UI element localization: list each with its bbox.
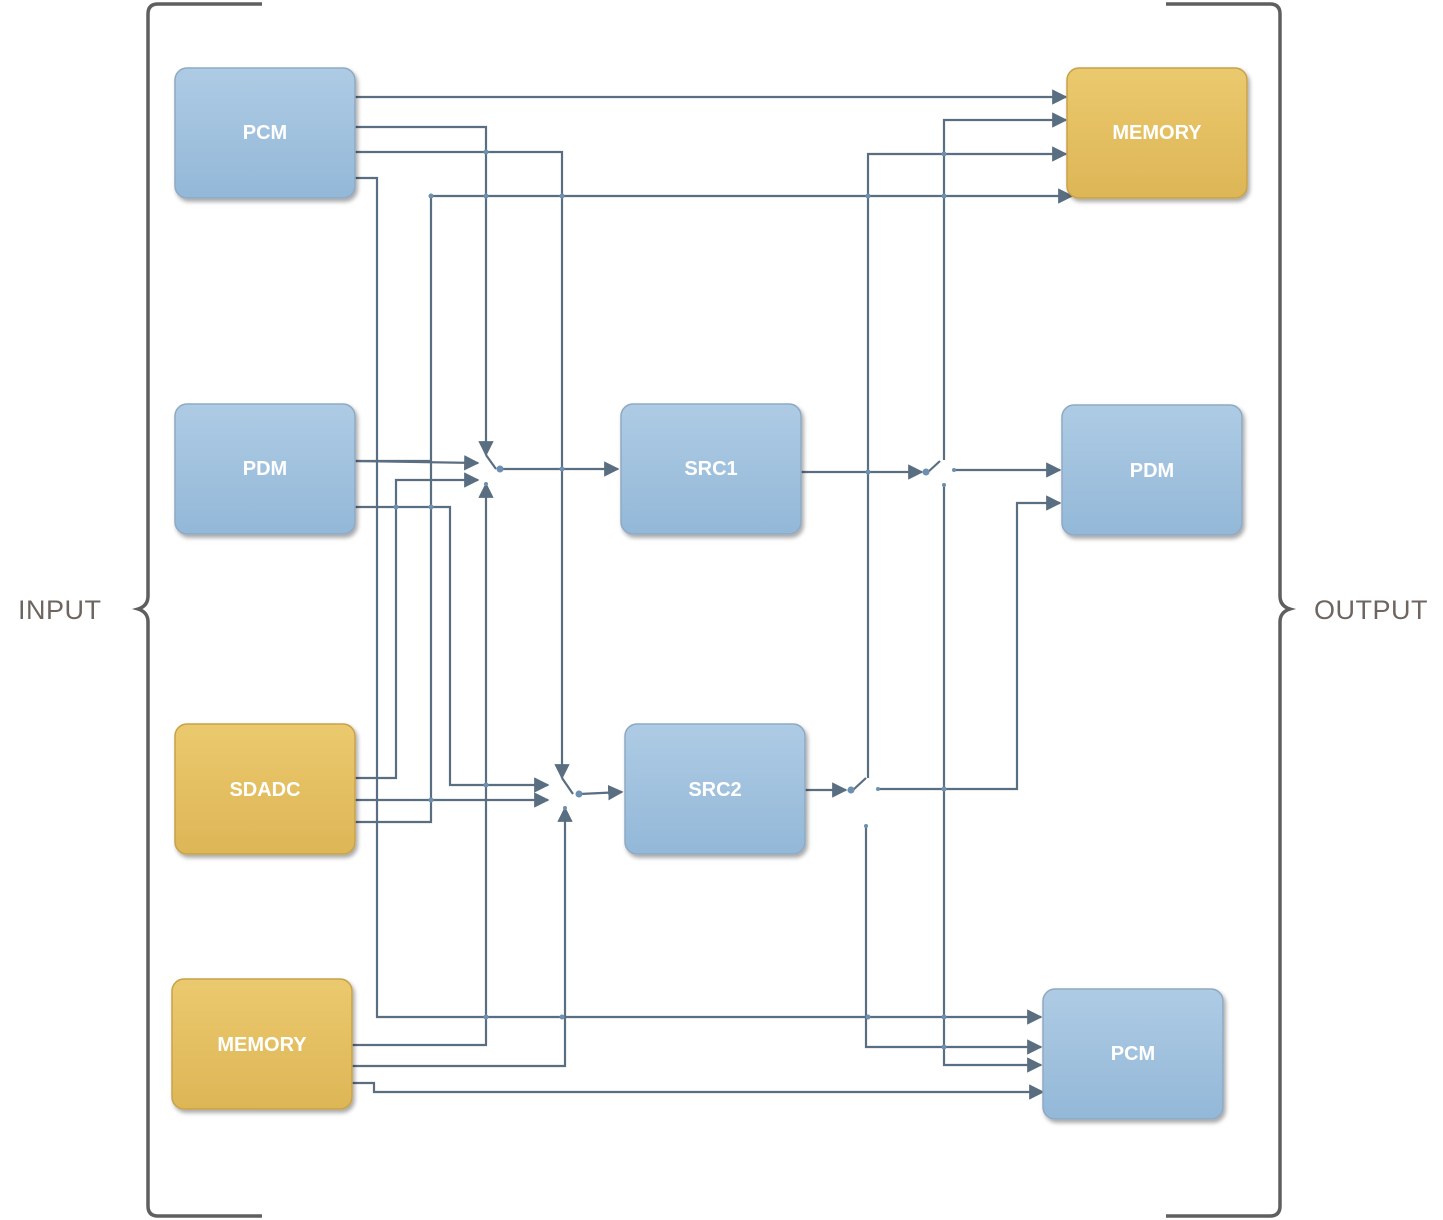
signal-wires [352, 89, 1074, 1100]
input-pdm-label: PDM [243, 458, 287, 480]
src1-label: SRC1 [684, 458, 737, 480]
output-memory-label: MEMORY [1112, 122, 1202, 144]
input-label: INPUT [18, 595, 102, 625]
input-sdadc-block: SDADC [174, 723, 356, 855]
input-bracket [131, 2, 262, 1218]
input-memory-block: MEMORY [171, 978, 353, 1110]
input-memory-label: MEMORY [217, 1034, 307, 1056]
junction-dots [393, 149, 947, 1050]
src2-label: SRC2 [688, 779, 741, 801]
input-sdadc-label: SDADC [229, 779, 300, 801]
output-pcm-label: PCM [1111, 1043, 1155, 1065]
switch-2 [561, 777, 583, 810]
input-pcm-block: PCM [174, 67, 356, 199]
src2-block: SRC2 [624, 723, 806, 855]
switch-1 [484, 454, 504, 486]
output-bracket [1166, 2, 1297, 1218]
switch-3 [922, 460, 956, 487]
output-pcm-block: PCM [1042, 988, 1224, 1120]
output-memory-block: MEMORY [1066, 67, 1248, 199]
output-label: OUTPUT [1314, 595, 1428, 625]
src1-block: SRC1 [620, 403, 802, 535]
input-pdm-block: PDM [174, 403, 356, 535]
output-pdm-label: PDM [1130, 460, 1174, 482]
input-pcm-label: PCM [243, 122, 287, 144]
output-pdm-block: PDM [1061, 404, 1243, 536]
switch-4 [847, 777, 880, 828]
